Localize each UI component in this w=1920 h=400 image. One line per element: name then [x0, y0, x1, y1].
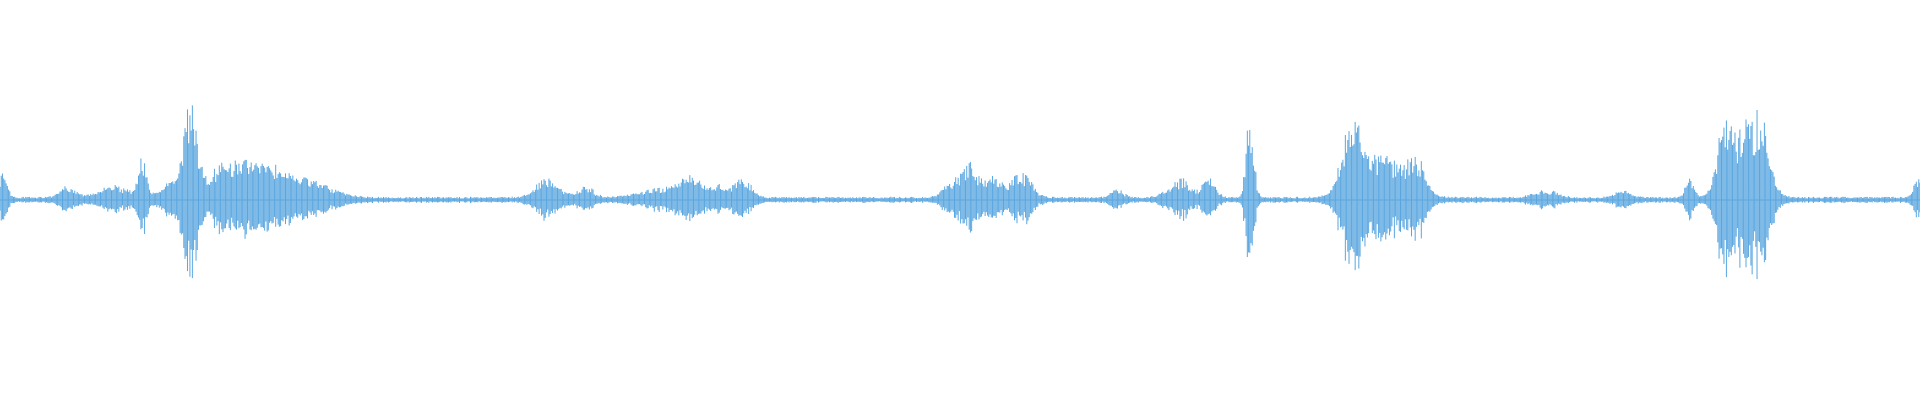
waveform-envelope [0, 105, 1920, 280]
